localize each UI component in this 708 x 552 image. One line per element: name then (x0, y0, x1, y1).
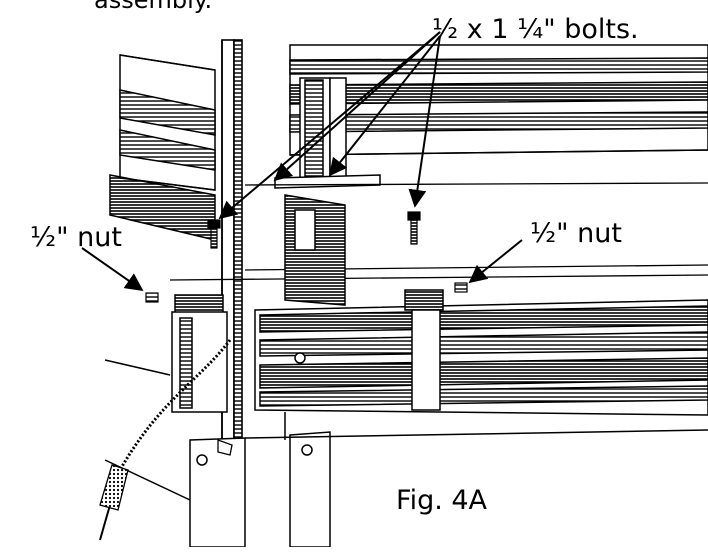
lower-front-rail (254, 299, 708, 416)
bolt-center (407, 211, 421, 245)
bolts-leader-c (328, 35, 441, 177)
upper-back-rail (289, 44, 708, 156)
nut-right-label: ½" nut (530, 218, 622, 249)
upper-left-rail (109, 54, 216, 241)
end-cap-block (171, 294, 228, 413)
lower-frame (104, 359, 708, 548)
nut-left (145, 292, 159, 303)
nut-left-leader (81, 247, 144, 292)
nut-left-label: ½" nut (30, 222, 122, 253)
cable-pin (99, 339, 233, 541)
bolt-left (207, 219, 221, 249)
bolts-leader-d (408, 35, 441, 208)
top-bracket (274, 77, 381, 189)
middle-panel (169, 182, 708, 281)
rail-clip (404, 289, 444, 411)
assembly-text: assembly. (94, 0, 213, 14)
leader-lines (81, 31, 523, 292)
bolts-leader-a (273, 31, 441, 182)
nut-right (454, 282, 468, 293)
middle-bracket (284, 194, 346, 306)
figure-caption: Fig. 4A (396, 485, 488, 516)
bolts-label: ½ x 1 ¼" bolts. (432, 14, 639, 45)
bolts-leader-b (218, 31, 441, 220)
nut-right-leader (468, 239, 523, 284)
